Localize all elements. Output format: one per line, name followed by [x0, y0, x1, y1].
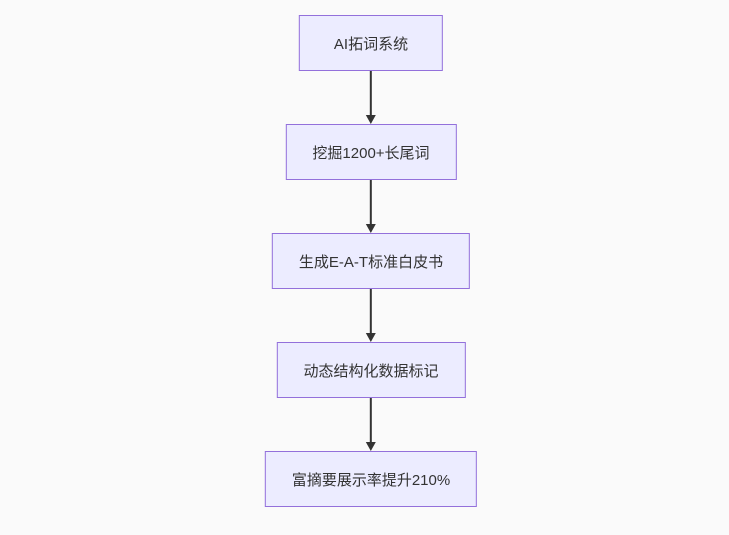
- flow-node-label: 动态结构化数据标记: [303, 362, 439, 380]
- edge-line: [370, 289, 372, 334]
- flow-edge-arrow: [365, 289, 377, 342]
- arrowhead-down-icon: [366, 115, 376, 124]
- flow-node-A: AI拓词系统: [299, 15, 443, 71]
- flow-node-label: 挖掘1200+长尾词: [312, 144, 430, 162]
- flow-node-label: 生成E-A-T标准白皮书: [298, 253, 444, 271]
- edge-line: [370, 71, 372, 116]
- edge-line: [370, 180, 372, 225]
- flow-edge-arrow: [365, 398, 377, 451]
- flow-edge-arrow: [365, 71, 377, 124]
- flow-node-E: 富摘要展示率提升210%: [264, 451, 478, 507]
- flowchart-column: AI拓词系统 挖掘1200+长尾词 生成E-A-T标准白皮书 动态结构化数据标记…: [264, 15, 478, 507]
- flow-node-D: 动态结构化数据标记: [276, 342, 466, 398]
- arrowhead-down-icon: [366, 442, 376, 451]
- flow-node-C: 生成E-A-T标准白皮书: [271, 233, 471, 289]
- arrowhead-down-icon: [366, 224, 376, 233]
- arrowhead-down-icon: [366, 333, 376, 342]
- flow-edge-arrow: [365, 180, 377, 233]
- edge-line: [370, 398, 372, 443]
- flow-node-B: 挖掘1200+长尾词: [285, 124, 457, 180]
- flow-node-label: AI拓词系统: [333, 35, 409, 53]
- flow-node-label: 富摘要展示率提升210%: [291, 471, 451, 489]
